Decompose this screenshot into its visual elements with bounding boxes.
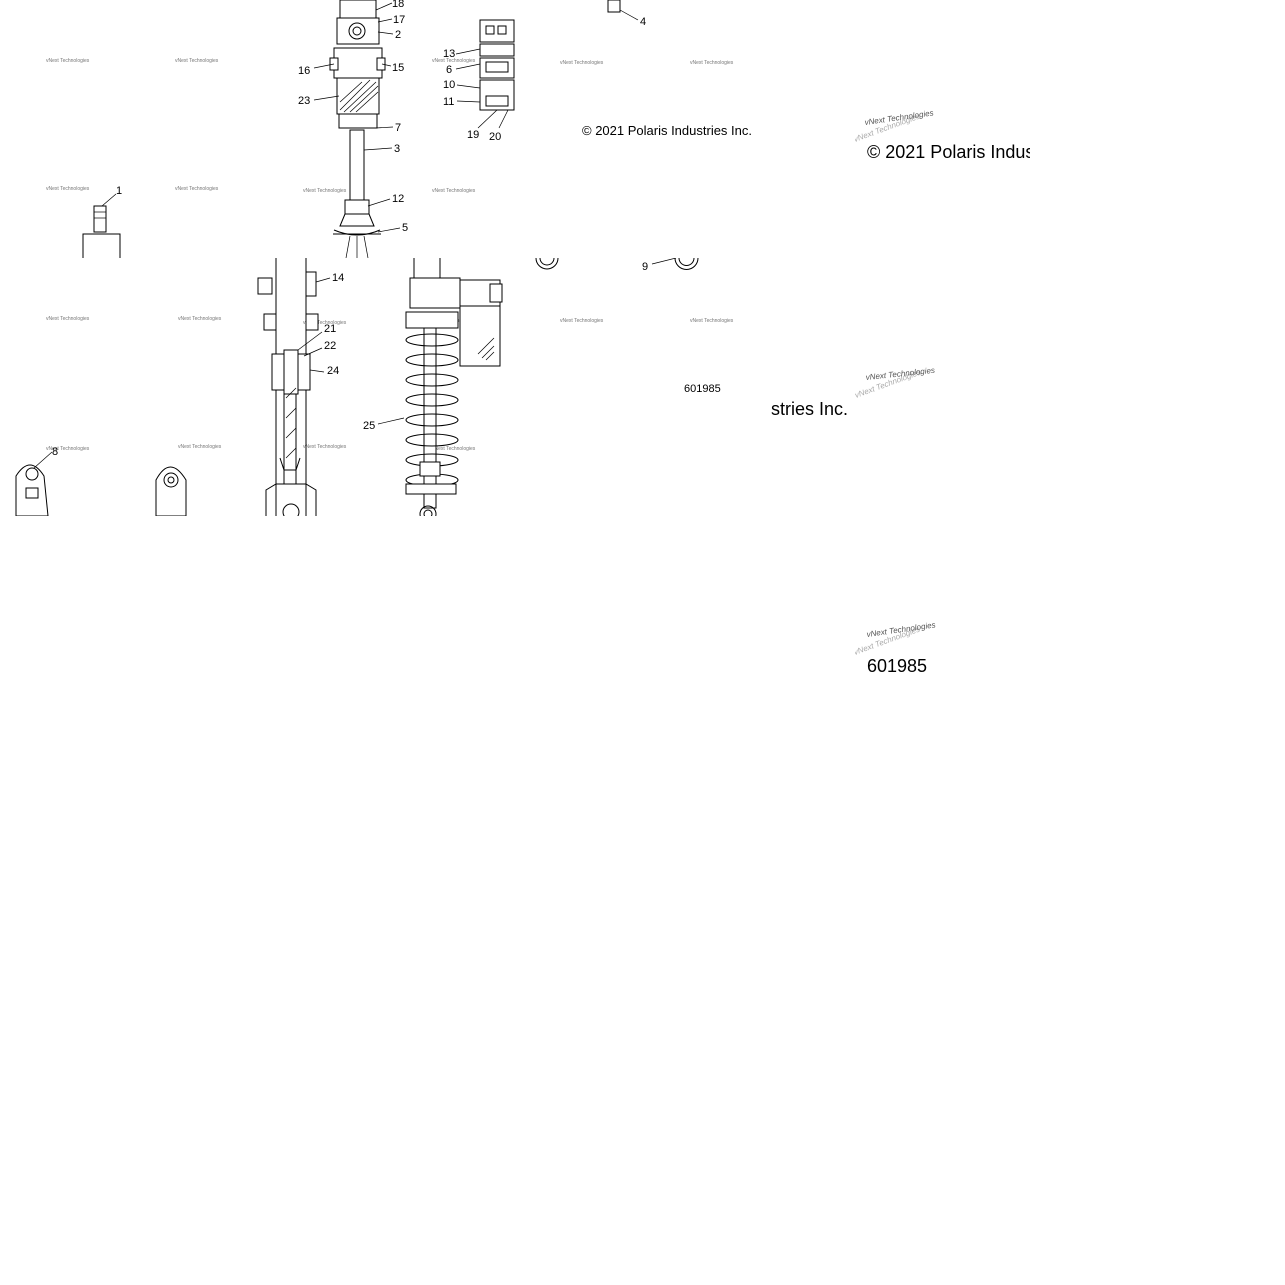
watermark-group-top: vNext Technologies vNext Technologies vN… xyxy=(46,58,734,194)
watermark: vNext Technologies xyxy=(46,186,90,192)
callout-25: 25 xyxy=(363,420,375,432)
callout-20: 20 xyxy=(489,131,501,143)
shock-with-spring: 25 xyxy=(363,258,503,516)
diagram-id: 601985 xyxy=(684,383,721,395)
part-1: 1 xyxy=(82,185,122,258)
callout-3: 3 xyxy=(394,143,400,155)
diagram-id-large: 601985 xyxy=(867,656,927,676)
callout-4: 4 xyxy=(640,16,646,28)
callout-6: 6 xyxy=(446,64,452,76)
callout-9: 9 xyxy=(642,261,648,273)
reservoir-exploded: 13 6 10 11 19 20 xyxy=(443,19,515,143)
callout-12: 12 xyxy=(392,193,404,205)
copyright-fragment-end: stries Inc. xyxy=(771,399,848,419)
watermark: vNext Technologies xyxy=(46,58,90,64)
part-4: 4 xyxy=(607,0,646,28)
callout-19: 19 xyxy=(467,129,479,141)
watermark: vNext Technologies xyxy=(46,316,90,322)
watermark: vNext Technologies xyxy=(432,446,476,452)
callout-21: 21 xyxy=(324,323,336,335)
diagram-tile-top: vNext Technologies vNext Technologies vN… xyxy=(0,0,770,258)
bushing-parts: 9 xyxy=(535,258,699,273)
watermark: vNext Technologies xyxy=(560,60,604,66)
callout-24: 24 xyxy=(327,365,339,377)
stray-tile-diagram-id: vNext Technologies vNext Technologies 60… xyxy=(855,615,965,685)
diagram-tile-bottom: vNext Technologies vNext Technologies vN… xyxy=(0,258,770,516)
callout-11: 11 xyxy=(443,96,454,108)
callout-2: 2 xyxy=(395,29,401,41)
watermark: vNext Technologies xyxy=(303,444,347,450)
watermark: vNext Technologies xyxy=(303,188,347,194)
callout-23: 23 xyxy=(298,95,310,107)
callout-5: 5 xyxy=(402,222,408,234)
watermark: vNext Technologies xyxy=(178,444,222,450)
watermark: vNext Technologies xyxy=(46,446,90,452)
callout-10: 10 xyxy=(443,79,455,91)
callout-13: 13 xyxy=(443,48,455,60)
callouts-shock: 18 17 2 15 16 23 7 3 12 5 xyxy=(298,0,408,234)
diagram-bottom-svg: vNext Technologies vNext Technologies vN… xyxy=(15,258,734,516)
callout-7: 7 xyxy=(395,122,401,134)
stray-tile-copyright-end: stries Inc. vNext Technologies vNext Tec… xyxy=(770,360,955,430)
watermark: vNext Technologies xyxy=(303,320,347,326)
callout-1: 1 xyxy=(116,185,122,197)
diagram-top-svg: vNext Technologies vNext Technologies vN… xyxy=(46,0,752,258)
watermark: vNext Technologies xyxy=(560,318,604,324)
watermark: vNext Technologies xyxy=(178,316,222,322)
copyright-fragment-start: © 2021 Polaris Indus xyxy=(867,142,1030,162)
watermark: vNext Technologies xyxy=(690,60,734,66)
watermark-group-bottom: vNext Technologies vNext Technologies vN… xyxy=(46,316,734,452)
shock-body-upper xyxy=(329,0,386,258)
copyright-text: © 2021 Polaris Industries Inc. xyxy=(582,123,752,138)
callout-18: 18 xyxy=(392,0,404,10)
callout-16: 16 xyxy=(298,65,310,77)
watermark: vNext Technologies xyxy=(690,318,734,324)
callout-17: 17 xyxy=(393,14,405,26)
watermark: vNext Technologies xyxy=(432,188,476,194)
part-8: 8 xyxy=(15,446,187,516)
watermark: vNext Technologies xyxy=(175,58,219,64)
watermark: vNext Technologies xyxy=(175,186,219,192)
shock-cross-section: 14 21 22 24 xyxy=(257,258,344,516)
callout-22: 22 xyxy=(324,340,336,352)
stray-tile-copyright: vNext Technologies vNext Technologies © … xyxy=(855,100,1030,170)
hatch-pattern xyxy=(339,79,379,113)
callout-15: 15 xyxy=(392,62,404,74)
watermark: vNext Technologies xyxy=(432,58,476,64)
callout-8: 8 xyxy=(52,446,58,458)
callout-14: 14 xyxy=(332,272,344,284)
